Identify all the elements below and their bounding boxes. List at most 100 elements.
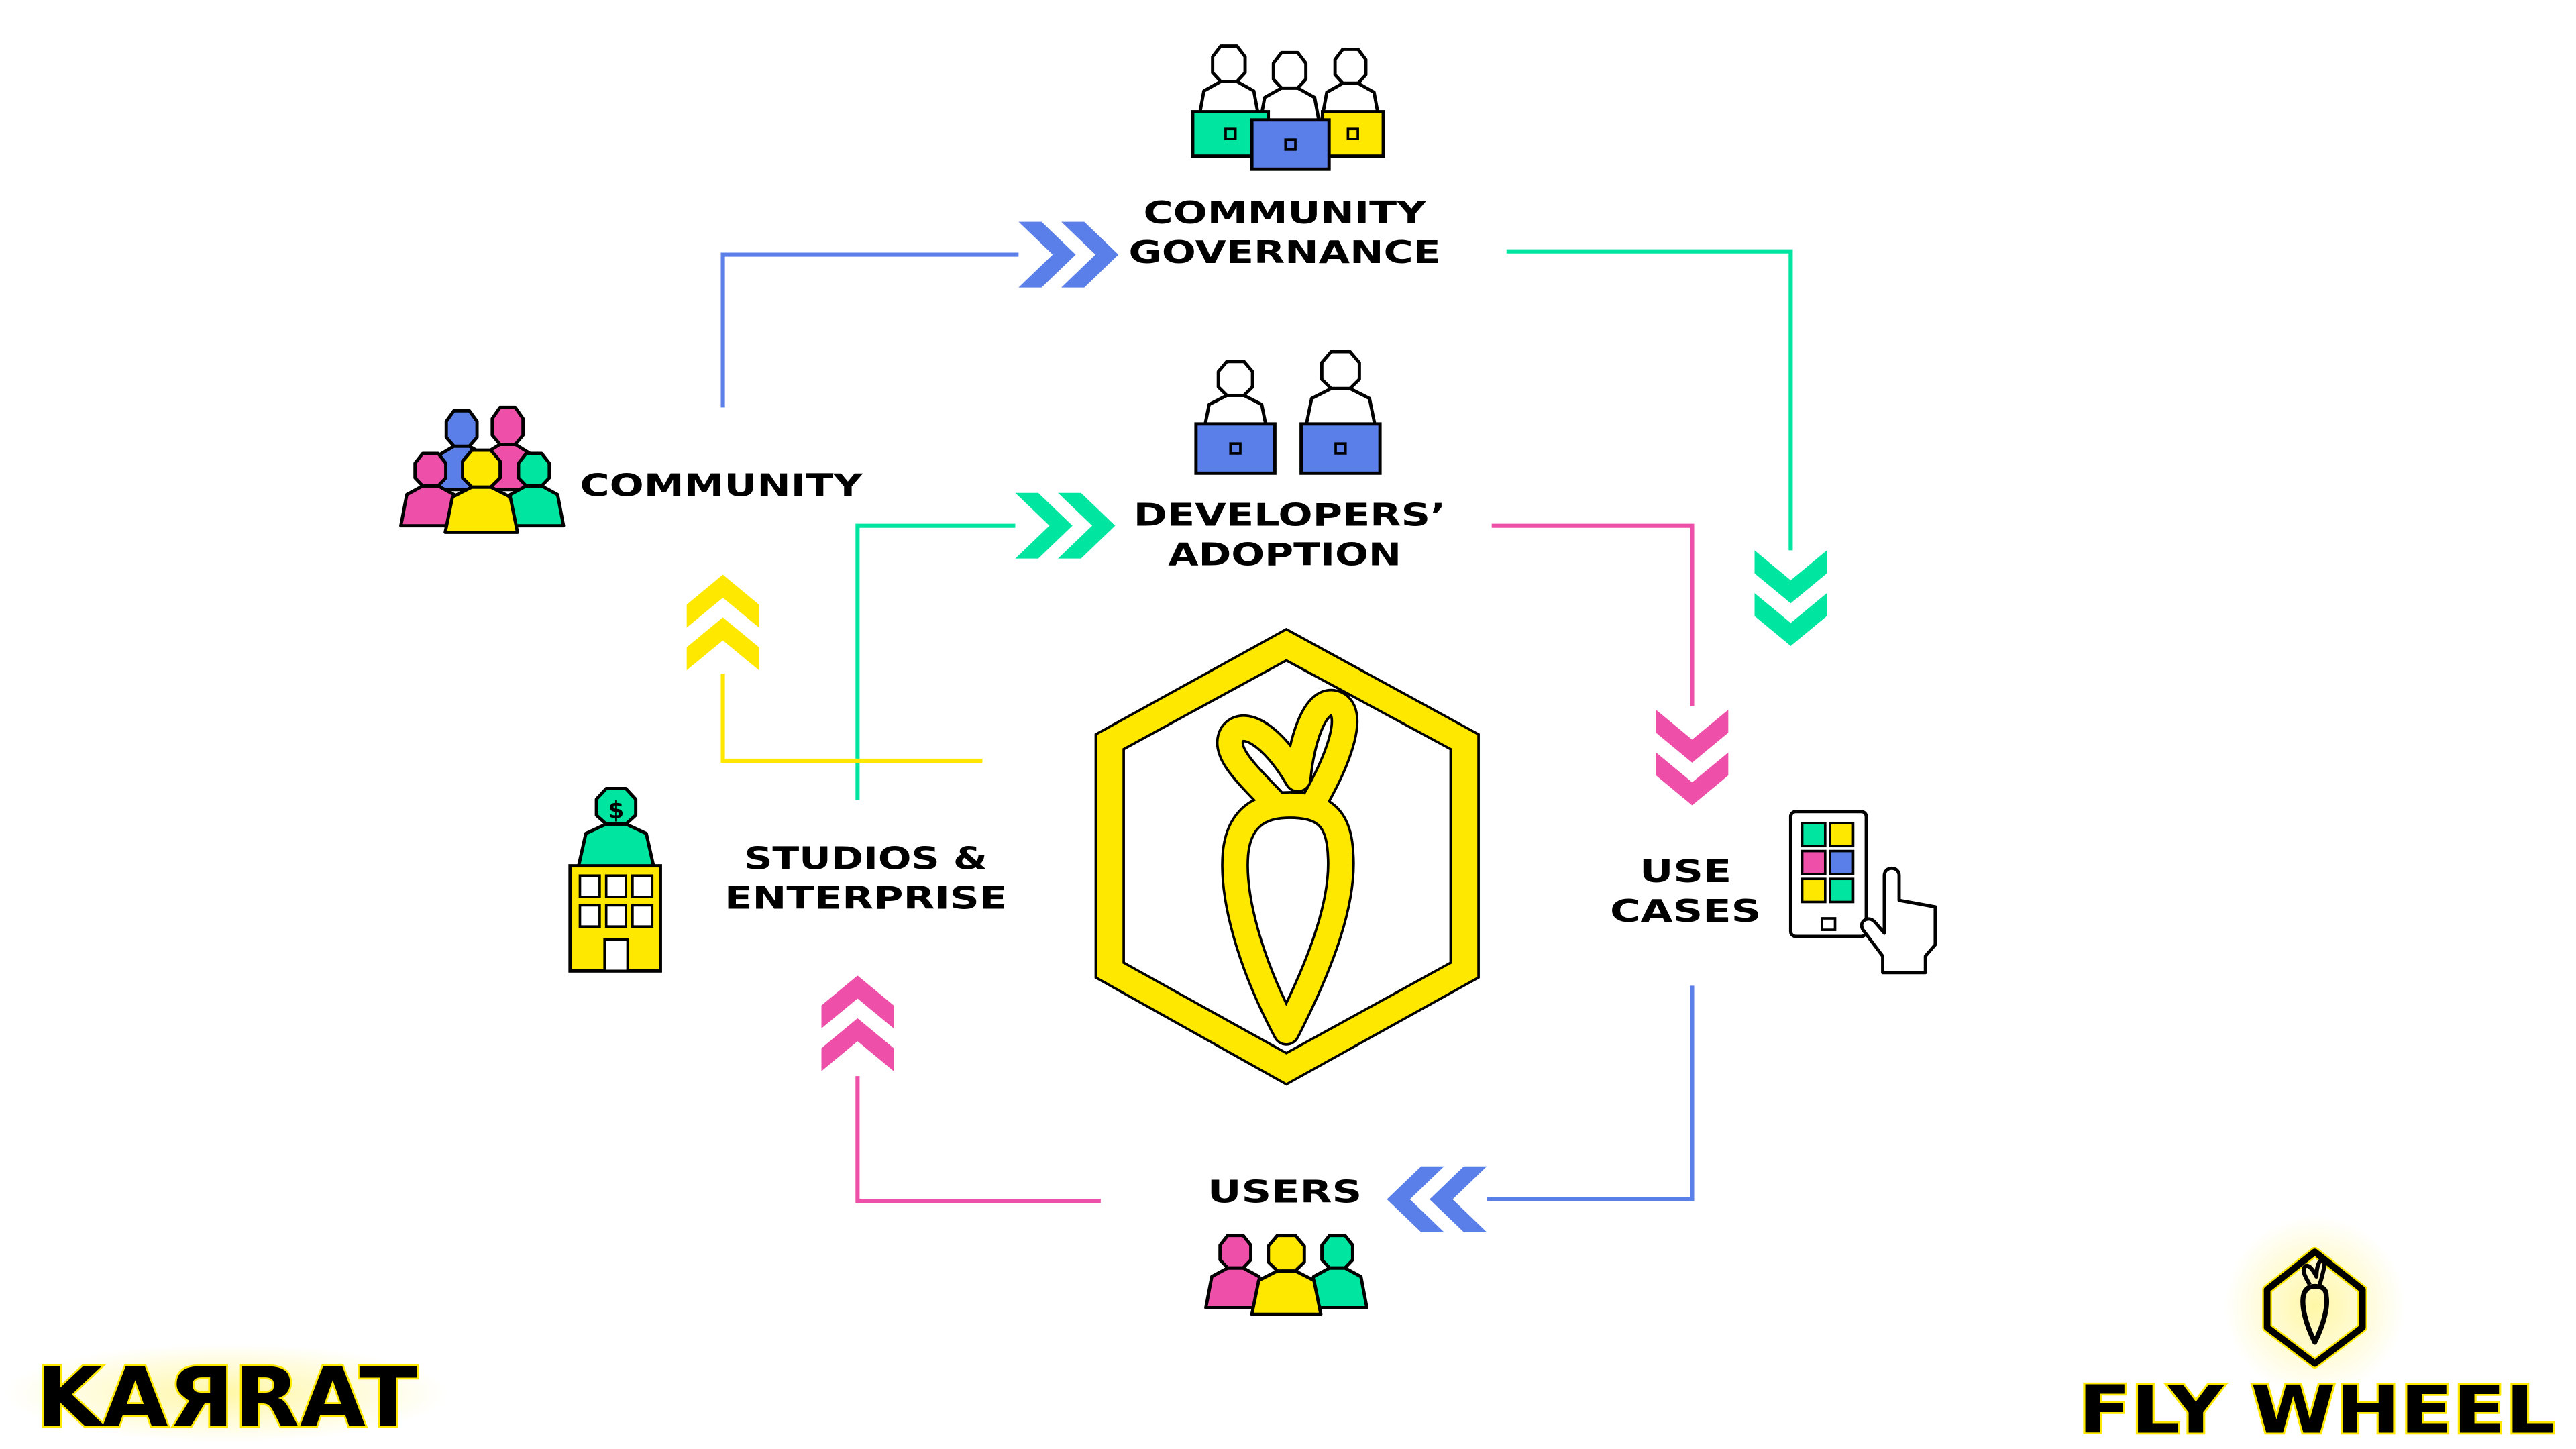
chevron-arrow-icon <box>1018 221 1076 288</box>
app-tile <box>1801 877 1827 904</box>
building-icon: $ <box>568 787 662 973</box>
chevron-arrow-icon <box>1754 550 1827 604</box>
developers-label-line1: DEVELOPERS’ <box>1134 497 1446 533</box>
person-body <box>576 822 656 869</box>
karrat-glow <box>5 1344 449 1443</box>
laptop-screen <box>1299 422 1382 475</box>
community-people-icon <box>399 405 566 534</box>
chevron-arrow-icon <box>686 574 759 628</box>
connector-use-cases-to-users <box>1487 985 1695 1201</box>
person-head <box>1271 50 1308 90</box>
flywheel-logo-glow <box>2224 1216 2406 1397</box>
carrot-hexagon-icon <box>1094 627 1480 1086</box>
person-head <box>1267 1234 1306 1273</box>
chevron-arrow-icon <box>1015 492 1073 559</box>
users-label: USERS <box>1208 1174 1362 1210</box>
laptop-icon <box>1320 110 1385 158</box>
laptop-logo <box>1284 138 1297 151</box>
governance-label-line2: GOVERNANCE <box>1128 234 1440 270</box>
laptop-icon <box>1194 422 1277 475</box>
user-green <box>1305 1234 1368 1309</box>
connector-studios-to-developers <box>855 523 1016 800</box>
connector-studios-to-community <box>720 674 983 763</box>
user-yellow <box>1250 1234 1323 1316</box>
person-head <box>1320 350 1361 390</box>
studios-label-line1: STUDIOS & <box>744 841 987 877</box>
people-laptops-icon <box>1191 44 1385 171</box>
community-label: COMMUNITY <box>580 468 863 504</box>
tablet-button <box>1821 917 1837 931</box>
app-tile <box>1801 822 1827 848</box>
flywheel-logo-text: FLY WHEEL <box>2078 1373 2555 1449</box>
building-window <box>578 874 601 898</box>
building-window <box>578 904 601 928</box>
connector-community-to-governance <box>720 252 1019 408</box>
person-head <box>444 409 479 448</box>
chevron-down-icon-developers <box>1656 709 1729 806</box>
use-cases-label-line2: CASES <box>1610 893 1761 929</box>
studios-label-line2: ENTERPRISE <box>724 879 1007 916</box>
app-tile <box>1829 849 1855 875</box>
connector-governance-to-use-cases <box>1506 249 1793 551</box>
chevron-arrow-icon <box>821 975 894 1029</box>
app-tile <box>1829 822 1855 848</box>
laptop-icon <box>1250 118 1331 171</box>
person-body <box>443 485 519 534</box>
person-head <box>413 451 448 488</box>
connectors <box>720 249 1793 1203</box>
person-head <box>1216 360 1254 397</box>
chevron-arrow-icon <box>1058 492 1116 559</box>
user-pink <box>1204 1234 1267 1309</box>
laptop-icon <box>1299 422 1382 475</box>
app-tile <box>1801 849 1827 875</box>
connector-users-to-studios <box>855 1076 1101 1203</box>
chevron-arrow-icon <box>686 617 759 671</box>
chevron-up-icon-studios <box>821 975 894 1071</box>
chevrons <box>686 221 1827 1232</box>
building-door <box>603 938 629 973</box>
laptop-screen <box>1320 110 1385 158</box>
developers-label-line2: ADOPTION <box>1168 536 1401 572</box>
person-head <box>594 787 638 826</box>
chevron-right-icon-developers <box>1015 492 1116 559</box>
chevron-arrow-icon <box>1656 709 1729 763</box>
laptop-logo <box>1334 442 1347 455</box>
person-head <box>517 451 551 488</box>
laptop-logo <box>1346 127 1359 140</box>
pointing-hand-icon <box>1860 866 1937 975</box>
person-green <box>502 451 566 528</box>
laptop-logo <box>1229 442 1242 455</box>
chevron-up-icon-community <box>686 574 759 671</box>
chevron-arrow-icon <box>1430 1166 1487 1232</box>
person-yellow <box>443 448 519 534</box>
chevron-arrow-icon <box>821 1018 894 1071</box>
governance-label-line1: COMMUNITY <box>1143 195 1427 231</box>
tablet-hand-icon <box>1788 810 1937 975</box>
flywheel-logo-icon <box>2262 1246 2367 1368</box>
chevron-arrow-icon <box>1061 221 1119 288</box>
person-head <box>1320 1234 1354 1270</box>
chevron-arrow-icon <box>1754 593 1827 646</box>
use-cases-label-line1: USE <box>1640 853 1731 890</box>
karrat-logo: KAЯRAT <box>36 1350 417 1446</box>
building-window <box>604 904 627 928</box>
building-window <box>631 874 654 898</box>
carrot-icon <box>1216 688 1359 1046</box>
businessman <box>576 787 656 869</box>
users-icon <box>1204 1234 1368 1316</box>
person-head <box>1211 44 1247 83</box>
developer-with-hair <box>1303 350 1379 435</box>
chevron-left-icon-users <box>1387 1166 1487 1232</box>
person-head <box>1218 1234 1253 1270</box>
developers-icon <box>1194 350 1382 475</box>
chevron-down-icon-governance <box>1754 550 1827 646</box>
building-window <box>604 874 627 898</box>
app-tile <box>1829 877 1855 904</box>
connector-developers-to-use-cases <box>1491 523 1695 707</box>
laptop-logo <box>1224 127 1237 140</box>
dollar-sign-icon: $ <box>608 798 624 824</box>
building-window <box>631 904 654 928</box>
person-head <box>461 448 502 489</box>
chevron-arrow-icon <box>1387 1166 1444 1232</box>
